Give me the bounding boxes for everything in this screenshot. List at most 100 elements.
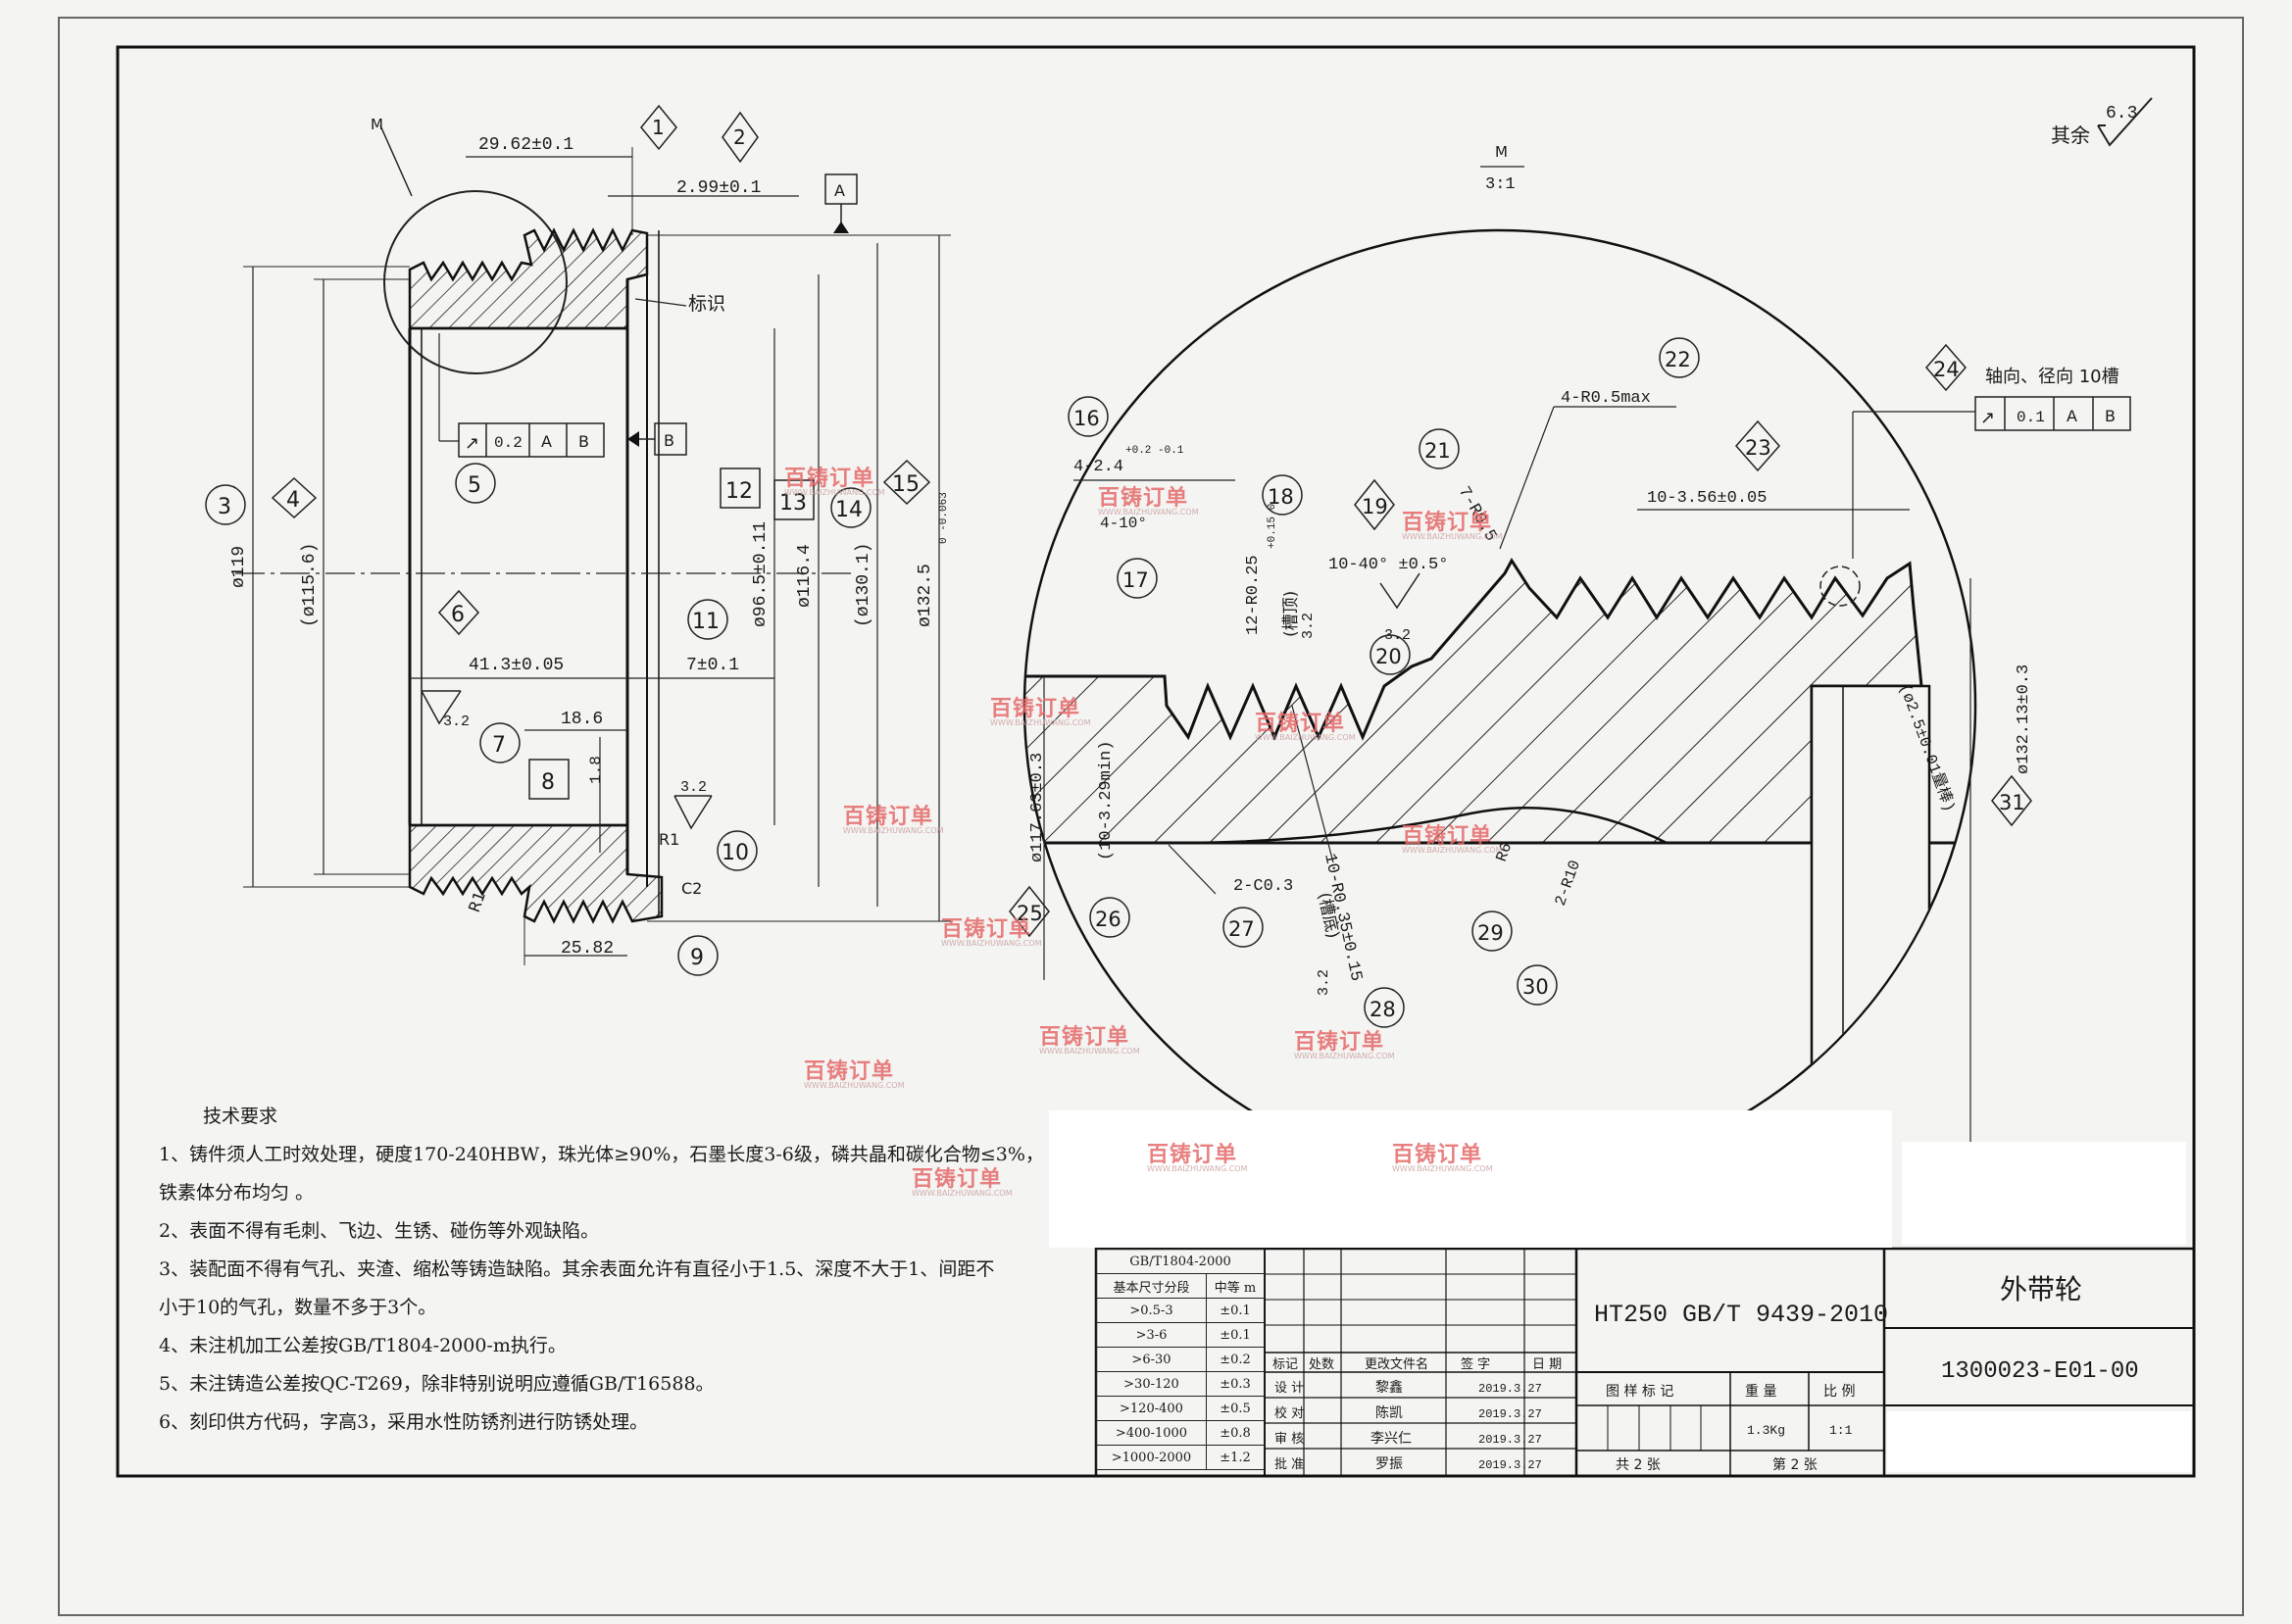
balloon-22: 22: [1659, 337, 1700, 378]
svg-text:4-10°: 4-10°: [1100, 515, 1147, 532]
balloon-28: 28: [1364, 987, 1405, 1028]
balloon-4: 4: [271, 476, 318, 519]
svg-text:1:1: 1:1: [1829, 1423, 1853, 1438]
tolerance-table: GB/T1804-2000 基本尺寸分段中等 m >0.5-3±0.1 >3-6…: [1096, 1249, 1266, 1470]
svg-text:标识: 标识: [688, 293, 725, 315]
svg-text:19: 19: [1362, 495, 1388, 518]
svg-text:25: 25: [1017, 902, 1043, 925]
svg-text:31: 31: [1999, 791, 2025, 814]
svg-text:6: 6: [451, 603, 465, 627]
balloon-16: 16: [1068, 396, 1109, 437]
svg-text:23: 23: [1745, 436, 1771, 460]
svg-text:2019.3.27: 2019.3.27: [1478, 1458, 1542, 1472]
svg-text:29.62±0.1: 29.62±0.1: [478, 135, 573, 155]
svg-text:批 准: 批 准: [1274, 1457, 1304, 1472]
svg-text:(ø130.1): (ø130.1): [854, 543, 873, 627]
balloon-2: 2: [722, 111, 759, 164]
svg-text:3.2: 3.2: [443, 714, 470, 730]
outer-frame: [58, 17, 2244, 1616]
balloon-10: 10: [717, 830, 758, 871]
balloon-21: 21: [1419, 428, 1460, 469]
svg-text:陈凯: 陈凯: [1375, 1404, 1403, 1421]
svg-text:重 量: 重 量: [1745, 1384, 1776, 1400]
balloon-11: 11: [687, 599, 728, 640]
svg-text:ø116.4: ø116.4: [795, 544, 815, 608]
tol-range: >0.5-3: [1096, 1298, 1207, 1323]
svg-text:A: A: [2067, 407, 2077, 425]
balloon-8: 8: [528, 759, 570, 800]
title-block: [1094, 1247, 2196, 1478]
svg-text:黎鑫: 黎鑫: [1375, 1379, 1403, 1396]
tol-value: ±0.5: [1205, 1396, 1266, 1421]
svg-text:ø117.63±0.3: ø117.63±0.3: [1028, 753, 1047, 862]
svg-text:处数: 处数: [1309, 1357, 1334, 1372]
svg-text:5: 5: [468, 473, 481, 498]
svg-text:A: A: [834, 181, 845, 200]
balloon-31: 31: [1991, 774, 2032, 827]
svg-text:罗振: 罗振: [1375, 1456, 1403, 1472]
svg-text:日 期: 日 期: [1532, 1357, 1562, 1372]
svg-text:A: A: [541, 432, 552, 451]
svg-text:1.8: 1.8: [587, 756, 605, 784]
svg-text:7: 7: [492, 733, 506, 758]
tol-range: >30-120: [1096, 1371, 1207, 1397]
title-text: HT250 GB/T 9439-2010 外带轮 1300023-E01-00 …: [1594, 1273, 2139, 1473]
balloon-30: 30: [1517, 964, 1558, 1006]
tol-header: GB/T1804-2000: [1096, 1249, 1265, 1274]
svg-text:比 例: 比 例: [1823, 1384, 1855, 1400]
svg-text:13: 13: [779, 491, 807, 516]
svg-text:4-2.4: 4-2.4: [1073, 458, 1123, 476]
svg-text:R1: R1: [659, 830, 679, 849]
svg-text:M: M: [371, 116, 383, 133]
svg-text:16: 16: [1073, 407, 1100, 430]
svg-text:图 样 标 记: 图 样 标 记: [1606, 1384, 1673, 1400]
svg-text:10: 10: [722, 841, 749, 865]
tech-item: 小于10的气孔，数量不多于3个。: [159, 1297, 437, 1318]
technical-requirements: 技术要求 1、铸件须人工时效处理，硬度170-240HBW，珠光体≥90%，石墨…: [159, 1098, 1044, 1442]
detail-view: M 3:1 4-R0.5max 4-2.4 +0.2 -0.1 4-10° 12…: [1009, 143, 2131, 1183]
tol-value: ±1.2: [1205, 1445, 1266, 1470]
balloon-3: 3: [205, 484, 246, 525]
svg-text:设 计: 设 计: [1274, 1381, 1304, 1396]
tech-title: 技术要求: [203, 1106, 278, 1127]
svg-text:C2: C2: [681, 879, 702, 898]
svg-text:29: 29: [1477, 921, 1504, 945]
svg-text:(ø115.6): (ø115.6): [300, 543, 320, 627]
svg-text:17: 17: [1122, 568, 1149, 592]
svg-text:4: 4: [286, 488, 300, 513]
balloon-25: 25: [1009, 885, 1050, 938]
svg-text:24: 24: [1933, 358, 1960, 381]
tech-item: 4、未注机加工公差按GB/T1804-2000-m执行。: [159, 1335, 567, 1356]
svg-text:27: 27: [1228, 917, 1255, 941]
svg-text:2-C0.3: 2-C0.3: [1233, 877, 1293, 896]
balloon-23: 23: [1735, 419, 1780, 472]
svg-text:10-40° ±0.5°: 10-40° ±0.5°: [1328, 556, 1448, 574]
svg-text:R6: R6: [1493, 841, 1516, 864]
svg-text:R1: R1: [465, 889, 489, 915]
tech-item: 1、铸件须人工时效处理，硬度170-240HBW，珠光体≥90%，石墨长度3-6…: [159, 1144, 1044, 1165]
svg-text:ø132.13±0.3: ø132.13±0.3: [2015, 664, 2033, 774]
tol-col1: 基本尺寸分段: [1096, 1273, 1207, 1299]
svg-text:0.1: 0.1: [2017, 409, 2045, 426]
balloon-5: 5: [455, 463, 496, 504]
svg-text:签 字: 签 字: [1461, 1356, 1490, 1372]
material-spec: HT250 GB/T 9439-2010: [1594, 1301, 1888, 1329]
svg-text:(10-3.29min): (10-3.29min): [1097, 741, 1116, 861]
svg-text:2.99±0.1: 2.99±0.1: [676, 178, 761, 198]
svg-text:10-3.56±0.05: 10-3.56±0.05: [1647, 489, 1767, 508]
balloon-19: 19: [1354, 478, 1395, 531]
tol-range: >6-30: [1096, 1347, 1207, 1372]
svg-text:22: 22: [1665, 348, 1691, 371]
roughness-symbol: 其余 6.3: [2051, 97, 2153, 147]
balloon-9: 9: [677, 935, 719, 976]
svg-text:标记: 标记: [1272, 1357, 1298, 1372]
tol-value: ±0.3: [1205, 1371, 1266, 1397]
svg-text:3:1: 3:1: [1485, 175, 1516, 194]
svg-text:15: 15: [892, 472, 920, 497]
